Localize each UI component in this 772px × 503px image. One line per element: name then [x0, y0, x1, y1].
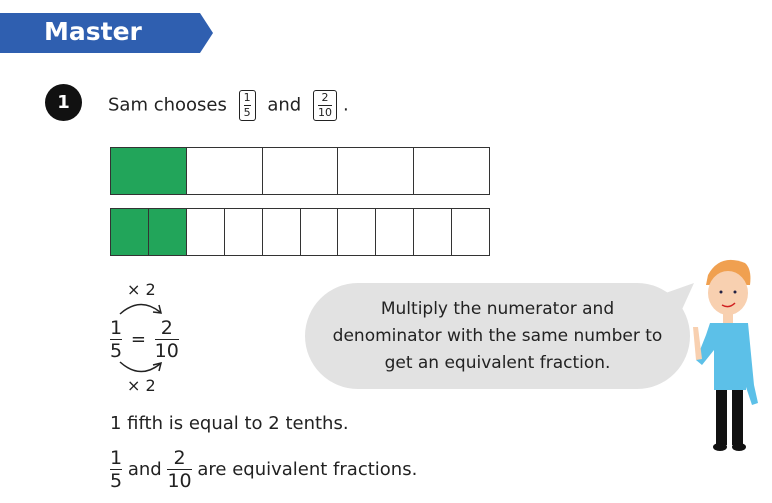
bar-cell — [300, 209, 339, 255]
speech-bubble — [305, 283, 690, 389]
top-operator: × 2 — [127, 280, 156, 299]
numerator: 2 — [160, 317, 173, 339]
multiply-arrows-icon — [119, 303, 163, 373]
numerator: 1 — [110, 447, 123, 469]
denominator: 10 — [167, 470, 192, 492]
bar-cell — [376, 209, 415, 255]
speech-line: denominator with the same number to — [332, 326, 663, 346]
numerator: 1 — [243, 91, 251, 104]
denominator: 5 — [110, 470, 123, 492]
question-end: . — [342, 94, 349, 116]
bar-cell — [186, 148, 263, 194]
connector: and — [127, 459, 162, 480]
banner-title: Master — [44, 17, 142, 46]
denominator: 5 — [110, 340, 123, 362]
denominator: 10 — [317, 106, 332, 119]
master-banner: Master — [0, 13, 213, 53]
bar-cell — [452, 209, 490, 255]
bar-cell — [414, 209, 453, 255]
statement-fifth-equals-tenths: 1 fifth is equal to 2 tenths. — [110, 413, 349, 434]
question-number-badge: 1 — [45, 84, 82, 121]
bottom-operator: × 2 — [127, 376, 156, 395]
equals-sign: = — [130, 329, 146, 350]
bar-model-fifths — [110, 147, 490, 195]
question-text-before: Sam chooses — [108, 94, 227, 116]
bar-cell-shaded — [111, 148, 187, 194]
statement-rest: are equivalent fractions. — [197, 459, 418, 480]
bar-cell — [262, 148, 339, 194]
numerator: 2 — [173, 447, 186, 469]
speech-bubble-text: Multiply the numerator and denominator w… — [305, 296, 690, 377]
numerator: 1 — [110, 317, 123, 339]
bar-cell — [224, 209, 263, 255]
boy-character-illustration — [693, 259, 758, 451]
denominator: 5 — [243, 106, 251, 119]
bar-cell — [338, 209, 377, 255]
bar-cell-shaded — [111, 209, 149, 255]
bar-cell — [414, 148, 489, 194]
bar-cell — [262, 209, 301, 255]
denominator: 10 — [154, 340, 179, 362]
speech-line: get an equivalent fraction. — [384, 353, 611, 373]
bar-cell — [186, 209, 225, 255]
bar-cell — [338, 148, 415, 194]
numerator: 2 — [321, 91, 329, 104]
bar-cell-shaded — [148, 209, 187, 255]
question-connector: and — [267, 94, 302, 116]
bar-model-tenths — [110, 208, 490, 256]
speech-line: Multiply the numerator and — [380, 299, 615, 319]
